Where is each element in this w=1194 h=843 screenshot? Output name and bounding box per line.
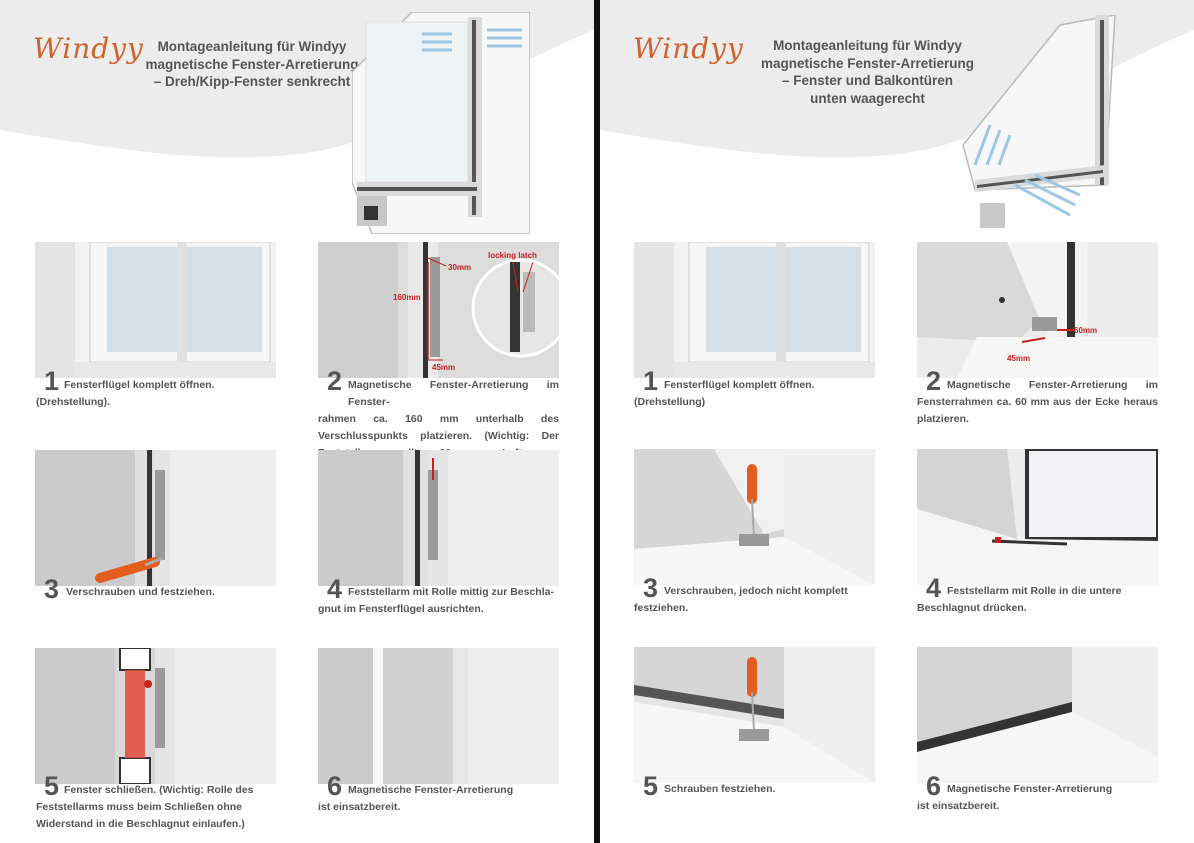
page-title: Montageanleitung für Windyy magnetische …	[145, 39, 359, 89]
hero-window-profile-image	[962, 15, 1116, 228]
step-5-image	[634, 647, 875, 783]
annotation-30mm: 30mm	[448, 263, 472, 272]
step-3-text: Verschrauben, jedoch nicht komplett fest…	[634, 585, 848, 614]
step-3-image	[634, 449, 875, 585]
header-wave	[600, 0, 1194, 158]
step-4-number: 4	[327, 574, 343, 604]
step-4-text: Feststellarm mit Rolle mittig zur Beschl…	[318, 586, 554, 615]
step-3-image	[35, 450, 276, 586]
step-1-image	[634, 242, 875, 378]
step-5-image	[35, 648, 276, 784]
step-2-number: 2	[926, 366, 942, 396]
step-6-image	[917, 647, 1158, 783]
page-right: Windyy Montageanleitung für Windyy magne…	[600, 0, 1194, 843]
step-2-text: Magnetische Fenster-Arretierung im Fenst…	[917, 379, 1158, 425]
step-4-text: Feststellarm mit Rolle in die untere Bes…	[917, 585, 1122, 614]
step-1-text: Fensterflügel komplett öffnen. (Drehstel…	[634, 379, 815, 408]
step-1-image	[35, 242, 276, 378]
page-divider	[594, 0, 600, 843]
windyy-logo: Windyy	[33, 32, 144, 65]
annotation-45mm: 45mm	[1007, 354, 1031, 363]
annotation-160mm: 160mm	[393, 293, 421, 302]
step-5-text: Fenster schließen. (Wichtig: Rolle des F…	[36, 784, 254, 830]
page-left: Windyy Montageanleitung für Windyy magne…	[0, 0, 594, 843]
step-1-number: 1	[44, 366, 60, 396]
step-6-text: Magnetische Fenster-Arretierung ist eins…	[917, 783, 1113, 812]
step-6-text: Magnetische Fenster-Arretierung ist eins…	[318, 784, 514, 813]
step-4-image	[917, 449, 1158, 585]
page-title: Montageanleitung für Windyy magnetische …	[760, 38, 975, 106]
hero-window-profile-image	[352, 12, 530, 234]
step-5-number: 5	[643, 771, 659, 801]
step-6-image	[318, 648, 559, 784]
annotation-60mm: 60mm	[1074, 326, 1098, 335]
annotation-locking-latch: locking latch	[488, 251, 537, 260]
step-1-number: 1	[643, 366, 659, 396]
annotation-45mm: 45mm	[432, 363, 456, 372]
step-5-number: 5	[44, 771, 60, 801]
step-6-number: 6	[926, 771, 942, 801]
step-6-number: 6	[327, 771, 343, 801]
step-1-text: Fensterflügel komplett öffnen. (Drehstel…	[36, 379, 215, 408]
step-2-number: 2	[327, 366, 343, 396]
step-3-text: Verschrauben und festziehen.	[66, 586, 215, 598]
step-4-number: 4	[926, 573, 942, 603]
windyy-logo: Windyy	[633, 32, 744, 65]
step-3-number: 3	[44, 574, 60, 604]
step-4-image	[318, 450, 559, 586]
step-3-number: 3	[643, 573, 659, 603]
step-2-image	[917, 242, 1158, 378]
step-2-image	[318, 242, 559, 378]
step-5-text: Schrauben festziehen.	[664, 783, 776, 795]
